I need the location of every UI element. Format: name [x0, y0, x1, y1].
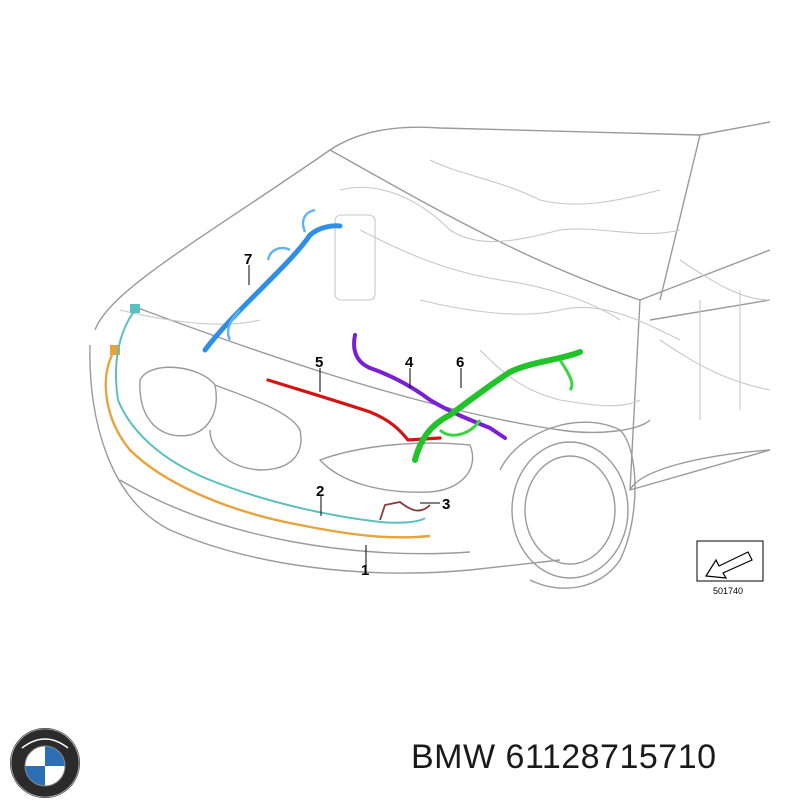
- reference-number: 501740: [713, 586, 743, 596]
- callout-6: 6: [456, 354, 464, 371]
- callout-3: 3: [442, 496, 450, 513]
- harness-2-connector: [130, 304, 140, 313]
- harness-1-connector: [110, 345, 120, 355]
- harness-4-purple: [352, 333, 507, 440]
- engine-bay-detail: [119, 159, 771, 420]
- harness-7-blue: [202, 223, 343, 353]
- harness-6-branch: [438, 359, 574, 437]
- callout-1: 1: [361, 562, 369, 579]
- callout-leaders: [248, 265, 462, 565]
- harness-3-lead: [379, 501, 431, 521]
- callout-7: 7: [244, 251, 252, 268]
- harness-5-red: [266, 378, 442, 442]
- callout-5: 5: [315, 354, 323, 371]
- reference-box: [696, 540, 764, 582]
- harness-6-green: [412, 349, 583, 463]
- arrow-icon: [704, 551, 753, 579]
- callout-2: 2: [316, 483, 324, 500]
- car-outline: [89, 121, 771, 589]
- harness-2-teal: [115, 309, 426, 524]
- part-number-title: BMW 61128715710: [411, 738, 717, 776]
- harness-1-orange: [104, 354, 431, 539]
- bmw-logo: [10, 728, 80, 798]
- harness-7-branch: [226, 208, 316, 341]
- callout-4: 4: [405, 354, 414, 371]
